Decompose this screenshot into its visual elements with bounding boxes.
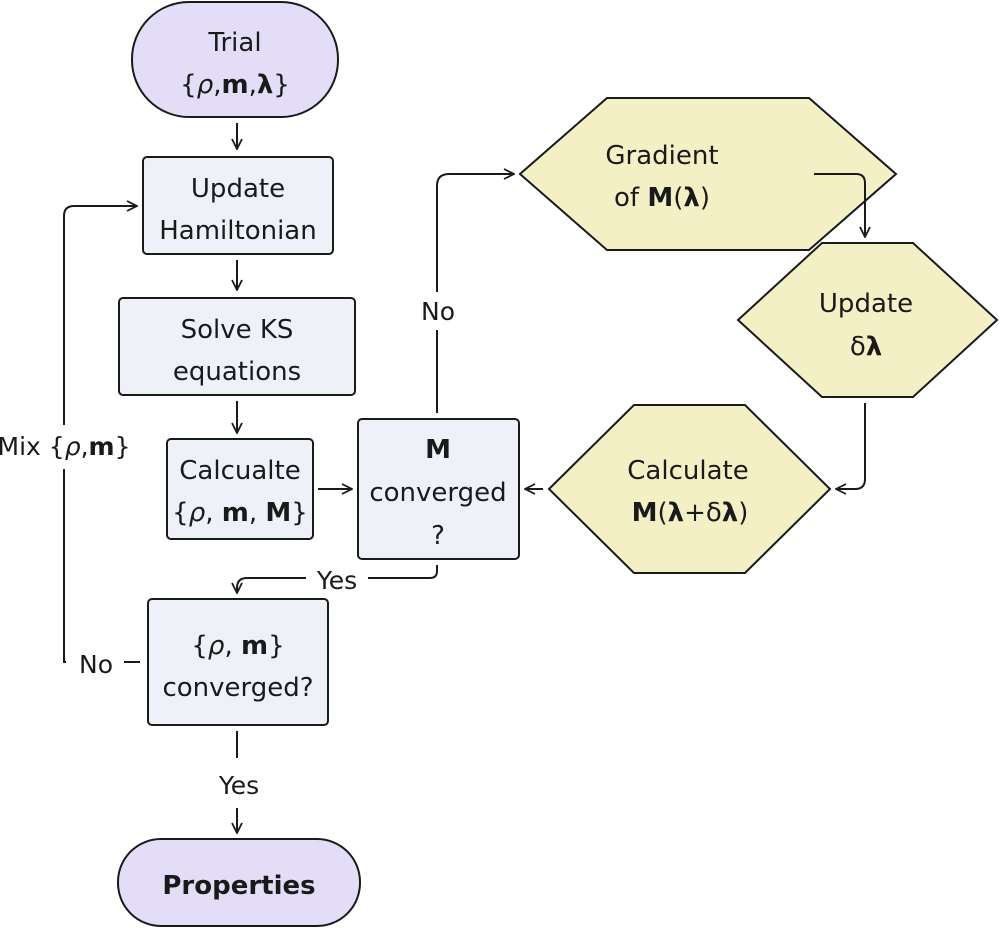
solve-ks-line1: Solve KS <box>181 315 294 345</box>
calculate-line1: Calcualte <box>179 456 300 486</box>
calc-m-delta-line2: M(λ+δλ) <box>632 498 749 528</box>
calc-m-delta-decision <box>547 404 832 574</box>
properties-label: Properties <box>162 871 315 901</box>
m-converged-box <box>357 418 520 560</box>
calculate-line2: {ρ, m, M} <box>172 498 308 528</box>
trial-terminal <box>131 1 339 118</box>
edge-label-yes-bottom: Yes <box>218 771 259 800</box>
m-converged-line3: ? <box>431 521 445 551</box>
m-converged-line2: converged <box>369 478 506 508</box>
gradient-decision <box>518 97 898 251</box>
trial-label-line2: {ρ,m,λ} <box>180 70 290 100</box>
arrow-rho-no-to-update <box>63 206 140 663</box>
arrow-gradient-to-update-delta <box>814 173 865 237</box>
edge-label-mix: Mix {ρ,m} <box>0 432 130 461</box>
arrow-m-converged-no-to-gradient <box>436 174 514 413</box>
arrow-update-delta-to-calc <box>836 403 866 489</box>
update-delta-decision <box>736 242 999 398</box>
solve-ks-box <box>118 297 356 396</box>
edge-label-no-top: No <box>421 297 455 326</box>
edge-label-no-left: No <box>79 650 113 679</box>
update-delta-line2: δλ <box>850 332 882 362</box>
update-hamiltonian-line1: Update <box>191 174 285 204</box>
update-hamiltonian-line2: Hamiltonian <box>159 216 316 246</box>
rho-m-converged-line1: {ρ, m} <box>191 631 284 661</box>
edge-label-yes-m: Yes <box>316 566 357 595</box>
trial-label-line1: Trial <box>207 28 261 58</box>
solve-ks-line2: equations <box>173 357 301 387</box>
gradient-line1: Gradient <box>605 141 718 171</box>
calc-m-delta-line1: Calculate <box>627 456 748 486</box>
update-delta-line1: Update <box>819 289 913 319</box>
m-converged-line1: M <box>425 435 451 465</box>
rho-m-converged-box <box>147 598 329 726</box>
connectors <box>63 123 866 833</box>
arrow-m-converged-yes-to-rho <box>237 565 438 593</box>
rho-m-converged-line2: converged? <box>162 673 313 703</box>
calculate-box <box>166 438 314 540</box>
gradient-line2: of M(λ) <box>614 183 710 213</box>
